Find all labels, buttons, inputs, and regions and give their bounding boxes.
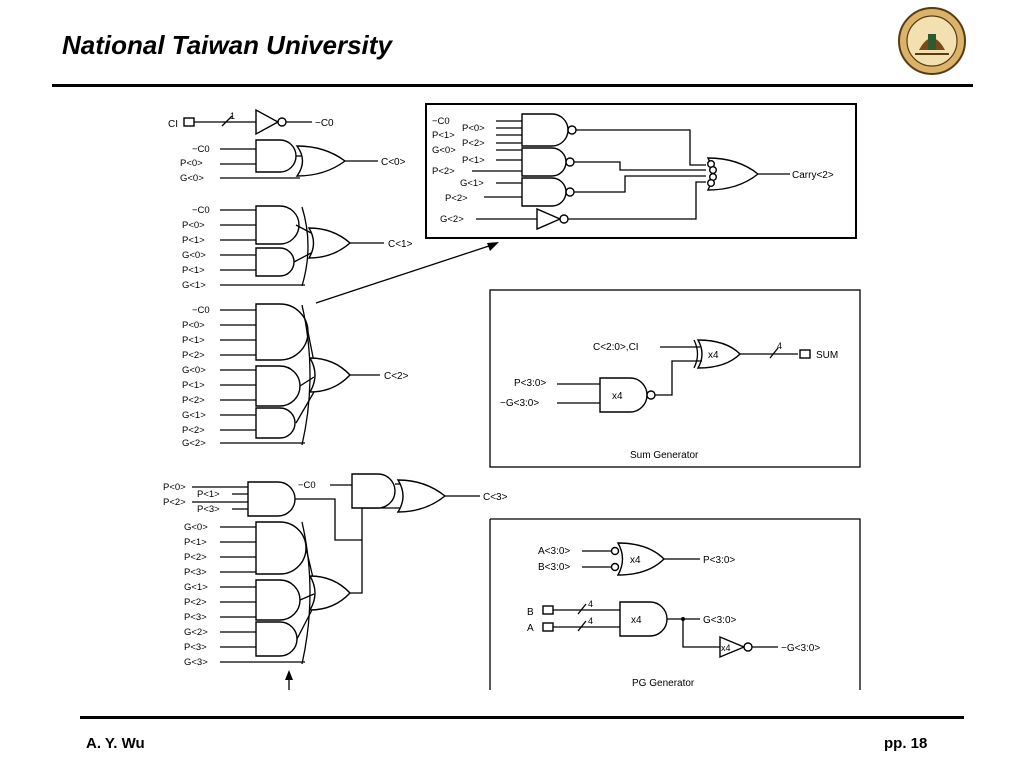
svg-text:G<3>: G<3> (184, 657, 208, 668)
svg-text:−C0: −C0 (192, 144, 210, 155)
svg-text:G<0>: G<0> (180, 173, 204, 184)
svg-text:x4: x4 (612, 391, 623, 402)
svg-text:P<2>: P<2> (182, 395, 205, 406)
svg-text:−C0: −C0 (432, 116, 450, 127)
svg-text:P<2>: P<2> (182, 350, 205, 361)
svg-text:−C0: −C0 (192, 205, 210, 216)
zoom-arrow (315, 242, 499, 304)
svg-text:G<1>: G<1> (184, 582, 208, 593)
svg-text:C<2:0>,CI: C<2:0>,CI (593, 342, 639, 353)
svg-text:P<1>: P<1> (432, 130, 455, 141)
svg-text:P<1>: P<1> (184, 537, 207, 548)
svg-text:Carry<2>: Carry<2> (792, 170, 834, 181)
page-number: pp. 18 (884, 735, 928, 752)
c3-logic: P<0> P<1> P<2> P<3> −C0 C<3> G<0> P<1> P… (163, 473, 508, 690)
svg-text:G<0>: G<0> (432, 145, 456, 156)
svg-text:C<0>: C<0> (381, 157, 406, 168)
svg-text:x4: x4 (630, 555, 641, 566)
inverter-out-label: −C0 (315, 118, 334, 129)
svg-text:P<2>: P<2> (184, 597, 207, 608)
svg-text:P<0>: P<0> (182, 320, 205, 331)
sum-generator-caption: Sum Generator (630, 450, 699, 461)
svg-text:G<0>: G<0> (182, 365, 206, 376)
svg-text:B: B (527, 607, 534, 618)
svg-text:4: 4 (588, 616, 593, 626)
ci-label: CI (168, 119, 178, 130)
pg-generator-caption: PG Generator (632, 678, 695, 689)
svg-text:x4: x4 (631, 615, 642, 626)
svg-text:P<3>: P<3> (184, 642, 207, 653)
svg-text:P<0>: P<0> (462, 123, 485, 134)
university-seal-icon (898, 7, 966, 75)
svg-text:P<2>: P<2> (184, 552, 207, 563)
svg-text:x4: x4 (708, 350, 719, 361)
svg-text:P<3:0>: P<3:0> (703, 555, 735, 566)
ci-width-label: 1 (230, 111, 235, 121)
svg-text:P<2>: P<2> (163, 497, 186, 508)
svg-text:G<1>: G<1> (460, 178, 484, 189)
svg-text:−C0: −C0 (192, 305, 210, 316)
svg-text:P<1>: P<1> (462, 155, 485, 166)
pg-generator-box: A<3:0> B<3:0> x4 P<3:0> B A 4 4 x4 G<3:0… (489, 518, 861, 690)
svg-text:P<3>: P<3> (184, 567, 207, 578)
svg-text:P<1>: P<1> (182, 265, 205, 276)
svg-text:G<2>: G<2> (440, 214, 464, 225)
svg-text:x4: x4 (721, 643, 731, 653)
svg-text:G<0>: G<0> (184, 522, 208, 533)
svg-text:B<3:0>: B<3:0> (538, 562, 570, 573)
svg-text:P<0>: P<0> (182, 220, 205, 231)
c0-logic: −C0 P<0> G<0> C<0> (180, 139, 406, 184)
svg-text:P<2>: P<2> (432, 166, 455, 177)
svg-text:G<2>: G<2> (182, 438, 206, 449)
svg-text:P<0>: P<0> (163, 482, 186, 493)
svg-text:G<0>: G<0> (182, 250, 206, 261)
svg-text:A: A (527, 623, 534, 634)
svg-text:SUM: SUM (816, 350, 838, 361)
svg-text:P<1>: P<1> (182, 235, 205, 246)
svg-text:4: 4 (777, 341, 782, 351)
footer-author: A. Y. Wu (86, 735, 145, 752)
svg-text:4: 4 (588, 599, 593, 609)
svg-text:P<1>: P<1> (197, 489, 220, 500)
svg-text:C<2>: C<2> (384, 371, 409, 382)
footer-rule (80, 716, 964, 719)
svg-text:P<1>: P<1> (182, 380, 205, 391)
svg-text:−G<3:0>: −G<3:0> (500, 398, 539, 409)
svg-text:G<1>: G<1> (182, 280, 206, 291)
svg-text:P<3>: P<3> (184, 612, 207, 623)
svg-text:P<3>: P<3> (197, 504, 220, 515)
svg-text:−G<3:0>: −G<3:0> (781, 643, 820, 654)
carry2-detail-box: −C0 P<0> P<1> P<2> G<0> P<1> P<2> G<1> P… (425, 103, 857, 239)
sum-generator-box: C<2:0>,CI x4 4 SUM P<3:0> −G<3:0> x4 Sum… (489, 289, 861, 468)
svg-text:P<3:0>: P<3:0> (514, 378, 546, 389)
svg-text:G<3:0>: G<3:0> (703, 615, 737, 626)
svg-text:−C0: −C0 (298, 480, 316, 491)
page-title: National Taiwan University (62, 30, 392, 60)
svg-text:A<3:0>: A<3:0> (538, 546, 570, 557)
svg-text:C<1>: C<1> (388, 239, 413, 250)
svg-text:P<2>: P<2> (462, 138, 485, 149)
svg-text:G<1>: G<1> (182, 410, 206, 421)
ci-inverter: CI 1 −C0 (168, 108, 334, 136)
header-rule (52, 84, 973, 87)
svg-text:P<2>: P<2> (182, 425, 205, 436)
c2-logic: −C0 P<0> P<1> P<2> G<0> P<1> P<2> G<1> P… (182, 303, 409, 449)
svg-text:P<2>: P<2> (445, 193, 468, 204)
c1-logic: −C0 P<0> P<1> G<0> P<1> G<1> C<1> (182, 205, 413, 291)
svg-text:P<1>: P<1> (182, 335, 205, 346)
svg-text:C<3>: C<3> (483, 492, 508, 503)
svg-text:G<2>: G<2> (184, 627, 208, 638)
svg-text:P<0>: P<0> (180, 158, 203, 169)
